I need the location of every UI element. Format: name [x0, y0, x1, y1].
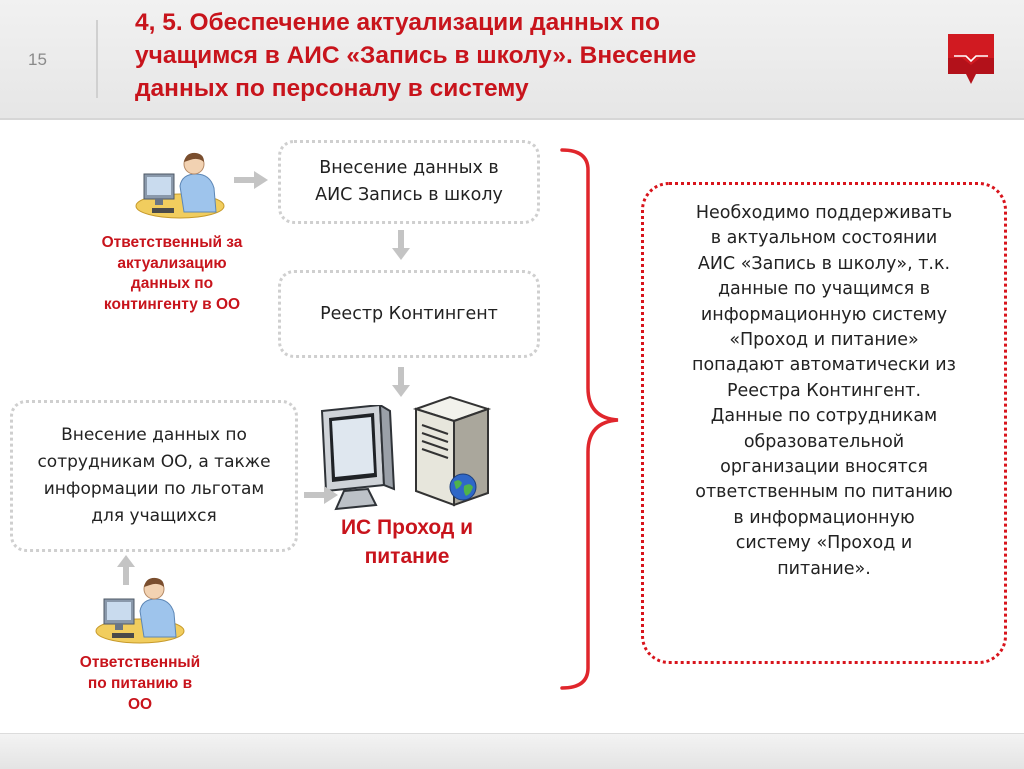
title-line: 4, 5. Обеспечение актуализации данных по: [135, 9, 660, 36]
note-line: в актуальном состоянии: [710, 228, 938, 249]
title-line: учащимся в АИС «Запись в школу». Внесени…: [135, 42, 697, 69]
note-line: данные по учащимся в: [717, 279, 931, 300]
note-line: в информационную: [733, 507, 915, 528]
user-at-computer-icon: [95, 577, 185, 644]
role-nutrition-label: Ответственный по питанию в ОО: [40, 652, 240, 715]
staff-entry-box: Внесение данных по сотрудникам ОО, а так…: [10, 400, 298, 552]
system-label-line: питание: [364, 545, 450, 568]
note-line: Реестра Контингент.: [726, 380, 922, 401]
slide-header: 15 4, 5. Обеспечение актуализации данных…: [0, 0, 1024, 120]
note-line: ответственным по питанию: [695, 482, 953, 503]
note-line: питание».: [777, 558, 871, 579]
arrow-down-icon: [392, 367, 410, 397]
staff-box-line: для учащихся: [91, 506, 217, 526]
note-line: «Проход и питание»: [729, 330, 919, 351]
note-line: Необходимо поддерживать: [695, 203, 953, 223]
note-line: АИС «Запись в школу», т.к.: [697, 253, 951, 274]
arrow-up-icon: [117, 555, 135, 585]
role-contingent-label: Ответственный за актуализацию данных по …: [72, 233, 272, 315]
arrow-down-icon: [392, 230, 410, 260]
header-divider: [96, 20, 98, 98]
slide-number: 15: [28, 50, 47, 69]
arrow-right-icon: [234, 171, 268, 189]
entry-box-line: Внесение данных в: [319, 158, 499, 178]
note-line: образовательной: [743, 431, 905, 452]
role-line: по питанию в: [87, 675, 193, 692]
staff-box-line: информации по льготам: [43, 479, 265, 499]
globe-icon: [449, 473, 477, 501]
note-line: организации вносятся: [720, 457, 928, 478]
note-line: Данные по сотрудникам: [710, 406, 938, 427]
slide-title: 4, 5. Обеспечение актуализации данных по…: [135, 6, 835, 105]
curly-brace: [560, 148, 619, 690]
note-line: информационную систему: [700, 304, 948, 325]
slide-footer: [0, 733, 1024, 769]
role-line: Ответственный за: [101, 234, 243, 251]
arrow-right-icon: [304, 486, 338, 504]
registry-box-label: Реестр Контингент: [320, 304, 498, 324]
entry-box: Внесение данных в АИС Запись в школу: [278, 140, 540, 224]
system-label-line: ИС Проход и: [340, 516, 474, 539]
note-box: Необходимо поддерживать в актуальном сос…: [641, 182, 1007, 664]
note-line: систему «Проход и: [735, 533, 913, 554]
note-line: попадают автоматически из: [692, 355, 956, 376]
role-line: актуализацию: [117, 254, 227, 272]
role-line: данных по: [130, 275, 214, 292]
role-line: контингенту в ОО: [103, 295, 241, 313]
title-line: данных по персоналу в систему: [135, 75, 529, 102]
user-at-computer-icon: [135, 152, 225, 219]
staff-box-line: Внесение данных по: [61, 425, 247, 445]
role-line: Ответственный: [79, 654, 201, 671]
role-line: ОО: [127, 696, 153, 713]
monitor-icon: [320, 405, 396, 511]
logo-icon: [948, 34, 994, 84]
staff-box-line: сотрудникам ОО, а также: [37, 452, 271, 472]
registry-box: Реестр Контингент: [278, 270, 540, 358]
entry-box-line: АИС Запись в школу: [315, 185, 503, 205]
system-label: ИС Проход и питание: [312, 513, 502, 571]
